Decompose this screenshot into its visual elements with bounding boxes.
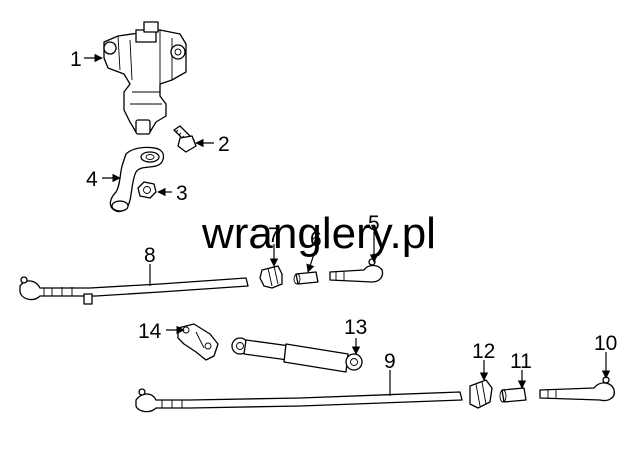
adjuster-clamp-upper xyxy=(259,265,283,289)
callout-4: 4 xyxy=(86,168,98,191)
callout-3: 3 xyxy=(176,182,188,205)
callout-10: 10 xyxy=(594,332,617,355)
tie-rod-end-upper xyxy=(329,258,384,283)
callout-7: 7 xyxy=(268,224,280,247)
mounting-bolt xyxy=(173,125,197,153)
leader-lines xyxy=(84,53,611,396)
steering-damper xyxy=(231,337,363,373)
adjuster-sleeve-lower xyxy=(499,387,527,403)
callout-labels: 1 2 3 4 5 6 7 8 9 10 11 12 13 14 xyxy=(70,48,617,373)
callout-1: 1 xyxy=(70,48,82,71)
adjuster-clamp-lower xyxy=(469,379,493,409)
pitman-arm xyxy=(109,146,165,213)
drag-link xyxy=(19,276,249,305)
callout-11: 11 xyxy=(510,350,532,373)
callout-13: 13 xyxy=(344,316,367,339)
callout-6: 6 xyxy=(310,228,322,251)
callout-8: 8 xyxy=(144,244,156,267)
callout-5: 5 xyxy=(368,212,380,235)
callout-2: 2 xyxy=(218,133,230,156)
tie-rod xyxy=(135,388,463,413)
hex-nut xyxy=(137,181,157,199)
callout-12: 12 xyxy=(472,340,495,363)
adjuster-sleeve-upper xyxy=(293,271,319,285)
callout-9: 9 xyxy=(384,350,396,373)
steering-gear-box xyxy=(103,21,187,135)
callout-14: 14 xyxy=(138,320,162,343)
watermark-text: wranglery.pl xyxy=(201,209,436,258)
tie-rod-end-lower xyxy=(539,376,615,402)
